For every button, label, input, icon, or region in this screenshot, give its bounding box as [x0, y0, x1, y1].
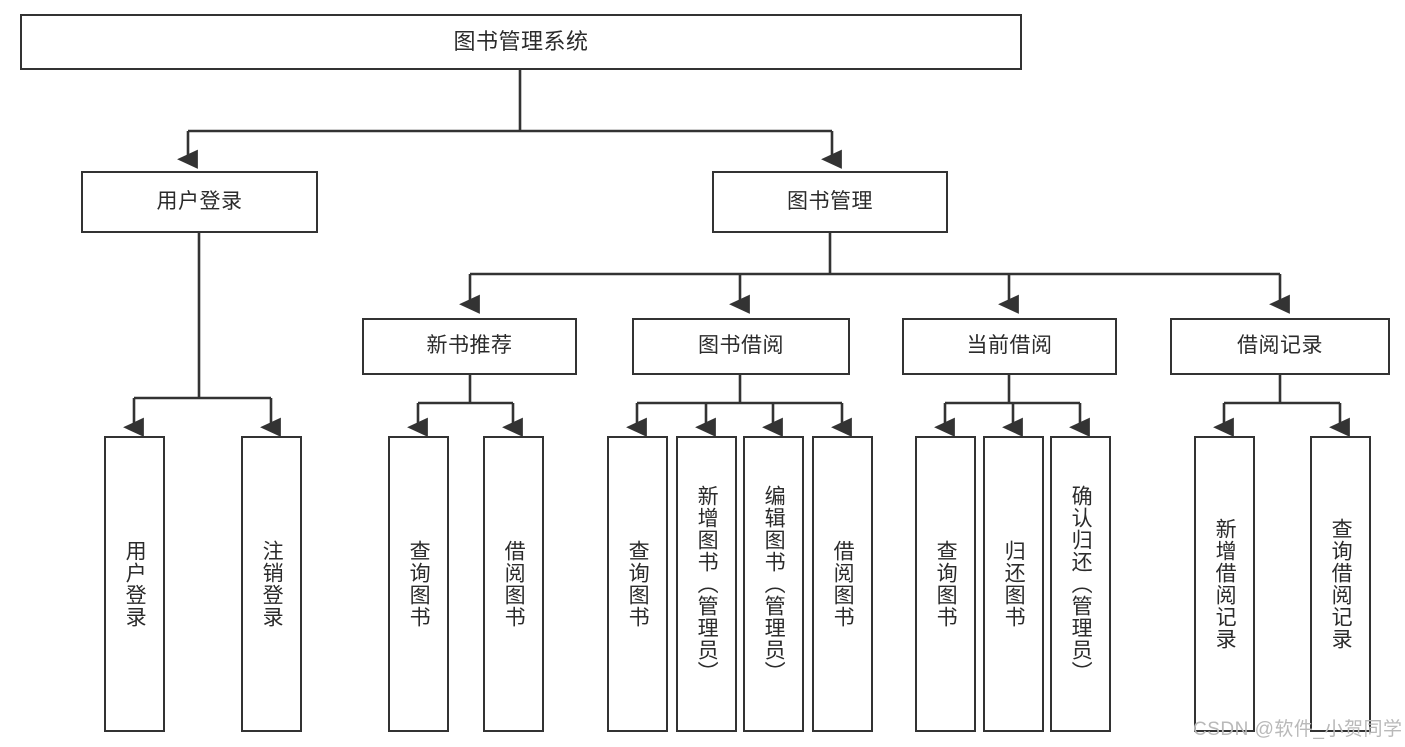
- node-label: 用户登录: [156, 189, 243, 213]
- leaf-current-return-book[interactable]: 归还图书: [983, 436, 1044, 732]
- node-label: 图书管理系统: [453, 29, 589, 55]
- node-label: 新增借阅记录: [1213, 518, 1237, 650]
- node-label: 新增图书（管理员）: [695, 485, 719, 683]
- node-label: 查询借阅记录: [1329, 518, 1353, 650]
- leaf-borrow-add-book-admin[interactable]: 新增图书（管理员）: [676, 436, 737, 732]
- leaf-recommend-borrow-book[interactable]: 借阅图书: [483, 436, 544, 732]
- watermark-text: CSDN @软件_小贺同学: [1193, 719, 1403, 740]
- leaf-borrow-query-book[interactable]: 查询图书: [607, 436, 668, 732]
- node-root-system[interactable]: 图书管理系统: [20, 14, 1022, 70]
- node-current-borrow[interactable]: 当前借阅: [902, 318, 1117, 375]
- node-label: 确认归还（管理员）: [1069, 485, 1093, 683]
- node-label: 用户登录: [123, 540, 147, 628]
- node-label: 借阅图书: [502, 540, 526, 628]
- node-label: 图书管理: [787, 189, 873, 213]
- node-label: 当前借阅: [966, 334, 1053, 358]
- leaf-recommend-query-book[interactable]: 查询图书: [388, 436, 449, 732]
- leaf-user-login-signin[interactable]: 用户登录: [104, 436, 165, 732]
- leaf-borrow-edit-book-admin[interactable]: 编辑图书（管理员）: [743, 436, 804, 732]
- node-user-login[interactable]: 用户登录: [81, 171, 318, 233]
- node-new-book-recommend[interactable]: 新书推荐: [362, 318, 577, 375]
- node-label: 借阅图书: [831, 540, 855, 628]
- node-label: 编辑图书（管理员）: [762, 485, 786, 683]
- node-label: 查询图书: [407, 540, 431, 628]
- leaf-user-login-logout[interactable]: 注销登录: [241, 436, 302, 732]
- node-label: 图书借阅: [698, 334, 784, 358]
- node-label: 借阅记录: [1237, 334, 1323, 358]
- leaf-current-query-book[interactable]: 查询图书: [915, 436, 976, 732]
- node-label: 归还图书: [1002, 540, 1026, 628]
- node-label: 注销登录: [260, 540, 284, 628]
- leaf-records-add-record[interactable]: 新增借阅记录: [1194, 436, 1255, 732]
- leaf-records-query-record[interactable]: 查询借阅记录: [1310, 436, 1371, 732]
- node-label: 新书推荐: [426, 334, 513, 358]
- leaf-current-confirm-return-admin[interactable]: 确认归还（管理员）: [1050, 436, 1111, 732]
- leaf-borrow-borrow-book[interactable]: 借阅图书: [812, 436, 873, 732]
- node-book-borrow[interactable]: 图书借阅: [632, 318, 850, 375]
- node-book-management[interactable]: 图书管理: [712, 171, 948, 233]
- node-label: 查询图书: [626, 540, 650, 628]
- node-borrow-records[interactable]: 借阅记录: [1170, 318, 1390, 375]
- node-label: 查询图书: [934, 540, 958, 628]
